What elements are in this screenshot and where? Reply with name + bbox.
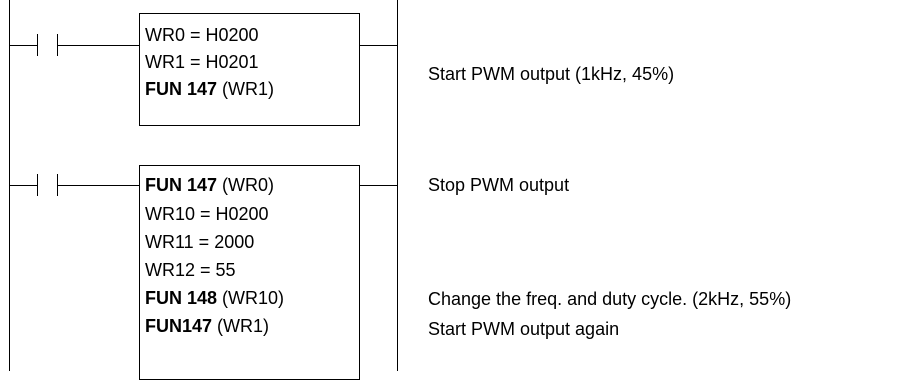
rung-1-line-3: FUN 147 (WR1) — [145, 79, 275, 99]
rung-2-comment-stop: Stop PWM output — [428, 175, 570, 195]
rung-2-line-3: WR11 = 2000 — [145, 232, 255, 252]
rung-2-wire-to-box — [57, 185, 139, 186]
rung-1-line-1: WR0 = H0200 — [145, 25, 259, 45]
rung-2-line-2: WR10 = H0200 — [145, 204, 269, 224]
rung-2-wire-to-rail — [360, 185, 397, 186]
rung-1-wire-left — [9, 45, 37, 46]
rung-1-contact-bar-left — [37, 34, 38, 56]
rung-2-contact-bar-left — [37, 174, 38, 196]
rung-2-comment-restart: Start PWM output again — [428, 319, 620, 339]
rung-1-comment: Start PWM output (1kHz, 45%) — [428, 64, 675, 84]
rung-1-wire-to-box — [57, 45, 139, 46]
rung-2-line-5: FUN 148 (WR10) — [145, 288, 285, 308]
right-power-rail — [397, 0, 398, 371]
rung-2-function-box[interactable]: FUN 147 (WR0) WR10 = H0200 WR11 = 2000 W… — [139, 165, 360, 380]
rung-1-line-2: WR1 = H0201 — [145, 52, 259, 72]
rung-2-line-4: WR12 = 55 — [145, 260, 236, 280]
rung-2-line-6: FUN147 (WR1) — [145, 316, 270, 336]
rung-2-wire-left — [9, 185, 37, 186]
rung-2-comment-change: Change the freq. and duty cycle. (2kHz, … — [428, 289, 792, 309]
rung-2-line-1: FUN 147 (WR0) — [145, 175, 275, 195]
rung-1-function-box[interactable]: WR0 = H0200 WR1 = H0201 FUN 147 (WR1) — [139, 13, 360, 126]
rung-1-wire-to-rail — [360, 45, 397, 46]
